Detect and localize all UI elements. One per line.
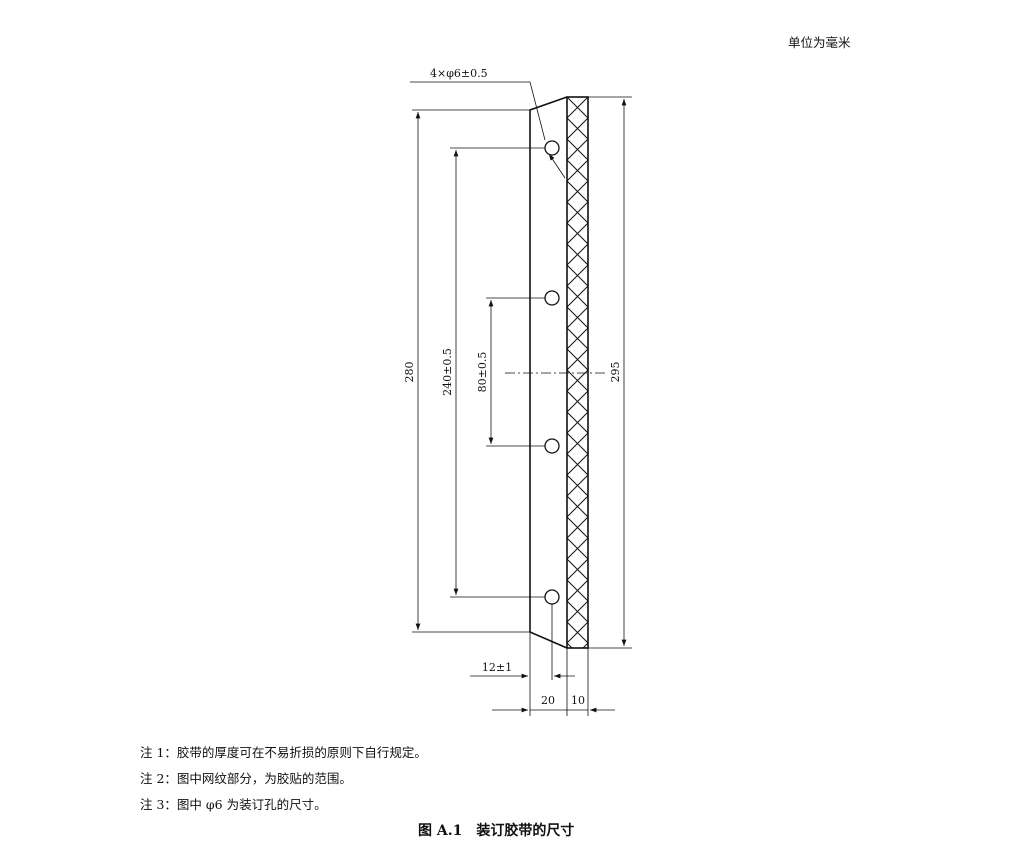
- hole: [544, 140, 560, 156]
- dim-20-label: 20: [541, 694, 555, 707]
- dim-240-label: 240±0.5: [441, 348, 454, 396]
- hole: [544, 290, 560, 306]
- dim-295-label: 295: [609, 362, 622, 383]
- note-1: 注 1：胶带的厚度可在不易折损的原则下自行规定。: [140, 745, 427, 760]
- hole: [544, 438, 560, 454]
- unit-note: 单位为毫米: [788, 35, 851, 50]
- dim-80-label: 80±0.5: [476, 352, 489, 393]
- note-3: 注 3：图中 φ6 为装订孔的尺寸。: [140, 797, 327, 812]
- hole-callout: 4×φ6±0.5: [430, 67, 488, 80]
- dim-12-label: 12±1: [482, 661, 512, 674]
- figure-caption: 图 A.1 装订胶带的尺寸: [418, 823, 575, 839]
- dim-10-label: 10: [571, 694, 585, 707]
- adhesive-hatch-area: [566, 96, 589, 649]
- dim-280-label: 280: [403, 362, 416, 383]
- note-2: 注 2：图中网纹部分，为胶贴的范围。: [140, 771, 352, 786]
- tape-outline: [529, 96, 568, 649]
- hole: [544, 589, 560, 605]
